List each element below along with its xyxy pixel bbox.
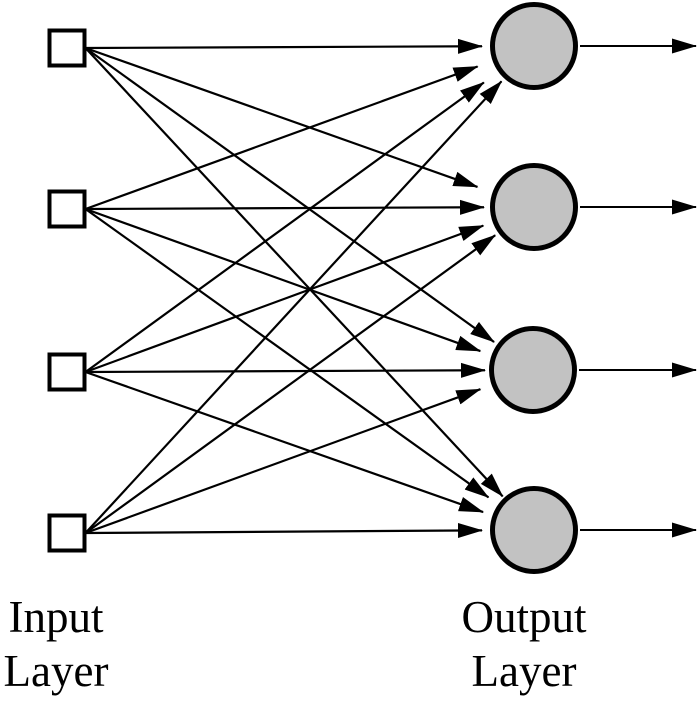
output-node-2 <box>490 163 578 251</box>
connection-in4-out3 <box>85 388 482 535</box>
connection-in1-out2 <box>85 46 479 188</box>
connection-in4-out4 <box>85 523 484 539</box>
output-node-1 <box>490 2 578 90</box>
output-node-3 <box>489 326 577 414</box>
output-layer-label-line1: Output <box>461 592 587 642</box>
connection-in2-out1 <box>85 65 479 211</box>
input-layer-label-line2: Layer <box>3 646 109 696</box>
input-node-4 <box>47 513 87 553</box>
connection-in3-out3 <box>85 362 487 378</box>
connection-in1-out1 <box>85 38 484 54</box>
connection-in4-out1 <box>84 80 503 534</box>
output-layer-label: Output Layer <box>446 590 602 698</box>
input-node-3 <box>47 352 87 392</box>
input-node-2 <box>47 189 87 229</box>
connection-in3-out2 <box>85 224 485 374</box>
output-node-4 <box>490 486 578 574</box>
connection-in2-out3 <box>85 207 482 353</box>
connection-in1-out4 <box>84 47 504 498</box>
connection-in2-out4 <box>84 208 490 499</box>
input-layer-label: Input Layer <box>0 590 112 698</box>
output-layer-label-line2: Layer <box>471 646 577 696</box>
connection-in3-out4 <box>85 370 485 514</box>
connection-in2-out2 <box>85 199 486 215</box>
connection-in1-out3 <box>84 47 495 343</box>
input-layer-label-line1: Input <box>8 592 104 642</box>
connection-in4-out2 <box>84 234 496 534</box>
connection-in3-out1 <box>84 81 485 373</box>
input-node-1 <box>47 28 87 68</box>
